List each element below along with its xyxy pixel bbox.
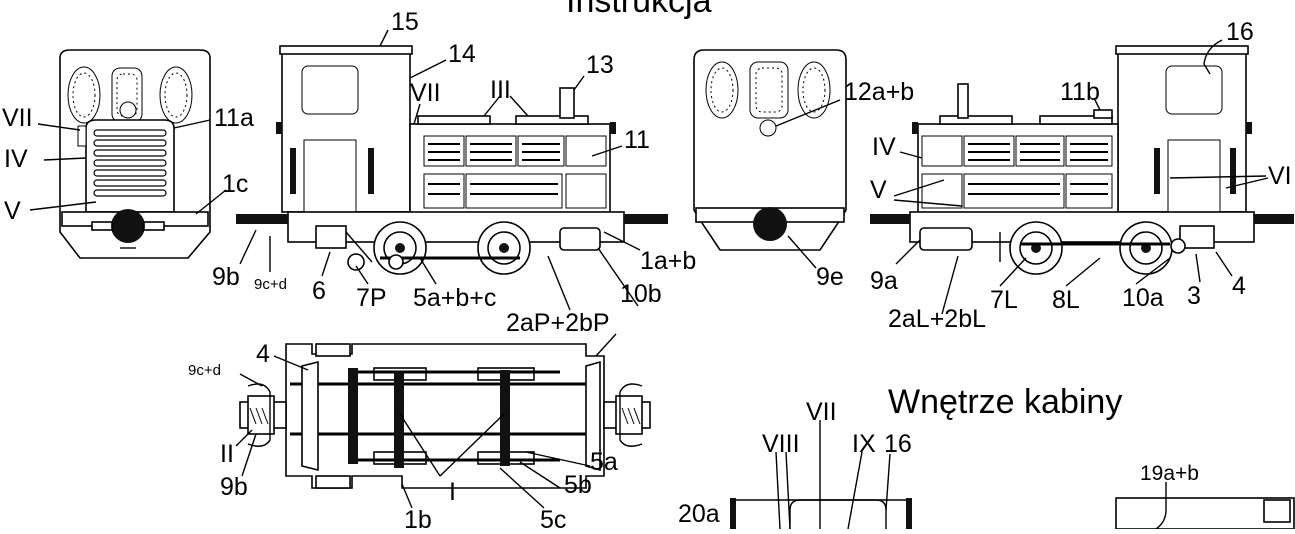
- label-int-viii: VIII: [762, 430, 800, 458]
- label-left-10b: 10b: [620, 280, 662, 308]
- label-front-vii: VII: [2, 104, 33, 132]
- rear-view: [693, 49, 847, 251]
- bottom-view: [239, 343, 651, 489]
- label-left-6: 6: [312, 277, 326, 305]
- label-right-10a: 10a: [1122, 284, 1164, 312]
- label-right-11b: 11b: [1060, 78, 1100, 106]
- label-bottom-1b: 1b: [404, 506, 432, 529]
- label-right-7l: 7L: [990, 286, 1018, 314]
- right-side-view: [870, 45, 1294, 275]
- interior-labels: VII VIII IX 16 20a 19a+b: [678, 398, 1199, 528]
- label-left-7p: 7P: [356, 284, 387, 312]
- label-bottom-ii: II: [220, 440, 234, 468]
- label-right-v: V: [870, 176, 887, 204]
- label-front-iv: IV: [4, 145, 28, 173]
- label-front-v: V: [4, 197, 21, 225]
- label-left-2ap2bp: 2aP+2bP: [506, 309, 610, 337]
- label-left-5abc: 5a+b+c: [413, 284, 496, 312]
- label-bottom-5c: 5c: [540, 506, 566, 529]
- label-int-16: 16: [884, 430, 912, 458]
- front-bottom-labels: 9b 9c+d: [212, 229, 287, 293]
- label-right-2al2bl: 2aL+2bL: [888, 305, 986, 333]
- label-int-vii: VII: [806, 398, 837, 426]
- label-right-3: 3: [1187, 282, 1201, 310]
- left-side-labels: 15 14 13 III VII 11 6 7P 5a+b+c 2aP+2bP …: [312, 8, 696, 337]
- label-9b-top: 9b: [212, 263, 240, 291]
- label-int-ix: IX: [852, 430, 876, 458]
- interior-title: Wnętrze kabiny: [888, 383, 1122, 421]
- label-right-4: 4: [1232, 272, 1246, 300]
- label-front-1c: 1c: [222, 170, 248, 198]
- label-int-20a: 20a: [678, 500, 720, 528]
- label-left-vii: VII: [410, 79, 441, 107]
- label-right-vi: VI: [1268, 162, 1292, 190]
- label-left-14: 14: [448, 40, 476, 68]
- front-view: [59, 49, 211, 259]
- left-side-view: [236, 45, 668, 275]
- label-left-11: 11: [624, 126, 650, 154]
- label-right-16: 16: [1226, 18, 1254, 46]
- label-bottom-9b: 9b: [220, 473, 248, 501]
- label-right-8l: 8L: [1052, 286, 1080, 314]
- right-side-labels: 16 11b IV VI V 9a 2aL+2bL 7L 8L 10a 3 4: [870, 18, 1292, 333]
- main-title: Instrukcja: [566, 0, 712, 20]
- label-rear-9e: 9e: [816, 263, 844, 291]
- front-labels: VII IV V 11a 1c: [2, 104, 254, 225]
- label-right-iv: IV: [872, 133, 896, 161]
- label-left-iii: III: [490, 76, 511, 104]
- label-front-11a: 11a: [214, 104, 254, 132]
- label-right-9a: 9a: [870, 267, 898, 295]
- label-int-19ab: 19a+b: [1140, 462, 1199, 485]
- label-bottom-4: 4: [256, 340, 270, 368]
- label-bottom-5b: 5b: [564, 471, 592, 499]
- label-bottom-9cd: 9c+d: [188, 362, 221, 379]
- label-left-1ab: 1a+b: [640, 247, 696, 275]
- rear-labels: 12a+b 9e: [775, 78, 914, 291]
- label-bottom-i: I: [449, 478, 456, 506]
- cab-interior: [730, 420, 1295, 530]
- label-left-15: 15: [391, 8, 419, 36]
- label-rear-12ab: 12a+b: [844, 78, 914, 106]
- label-bottom-5a: 5a: [590, 448, 618, 476]
- label-left-13: 13: [586, 51, 614, 79]
- label-9cd-top: 9c+d: [254, 276, 287, 293]
